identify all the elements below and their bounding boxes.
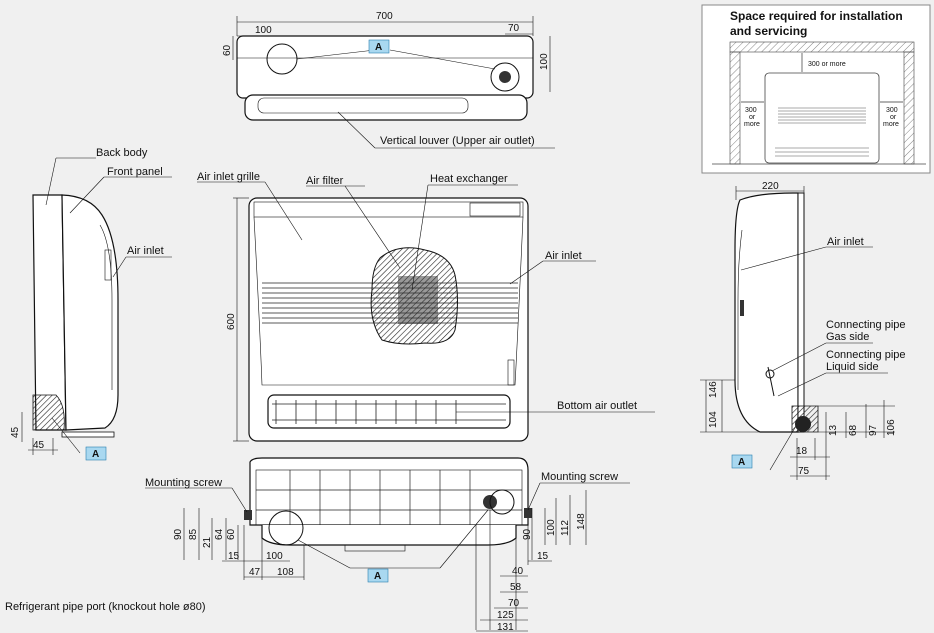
dim-97: 97: [868, 424, 879, 436]
tag-a-right: [731, 454, 753, 469]
dim-146: 146: [708, 381, 719, 398]
front-air-inlet-label: Air inlet: [545, 250, 582, 262]
footnote: Refrigerant pipe port (knockout hole ø80…: [5, 601, 206, 613]
dim-br-40: 40: [512, 566, 524, 577]
pipe-liquid-line2: Liquid side: [826, 361, 879, 373]
dim-br-70: 70: [508, 598, 520, 609]
dim-100-top: 100: [255, 25, 272, 36]
tag-a-bottom: [367, 568, 389, 583]
dim-br-148: 148: [576, 513, 587, 530]
dim-br-112: 112: [560, 520, 571, 536]
dim-104: 104: [708, 411, 719, 428]
install-title-1: Space required for installation: [730, 9, 903, 23]
heat-exchanger-label: Heat exchanger: [430, 173, 508, 185]
dim-br-90: 90: [522, 528, 533, 540]
dim-b-90: 90: [173, 528, 184, 540]
dim-br-125: 125: [497, 610, 514, 621]
mounting-screw-right-label: Mounting screw: [541, 471, 618, 483]
bottom-air-outlet-label: Bottom air outlet: [557, 400, 637, 412]
right-air-inlet-label: Air inlet: [827, 236, 864, 248]
top-view: 700 100 70 60 100 A Vertical louver (Upp…: [222, 11, 555, 149]
dim-45-vert: 45: [10, 426, 21, 438]
dim-600: 600: [226, 313, 237, 330]
top-clearance: 300 or more: [808, 61, 846, 68]
pipe-gas-line1: Connecting pipe: [826, 319, 906, 331]
dim-75: 75: [798, 466, 810, 477]
dim-b-47: 47: [249, 567, 261, 578]
dim-b-15: 15: [228, 551, 240, 562]
dim-70-top: 70: [508, 23, 520, 34]
dim-b-100: 100: [266, 551, 283, 562]
dim-b-108: 108: [277, 567, 294, 578]
front-view: 600 Air inlet grille Air filter Heat exc…: [197, 171, 655, 442]
dim-60-top: 60: [222, 44, 233, 56]
tag-a-bottom-label: A: [374, 571, 381, 582]
dim-700: 700: [376, 11, 393, 22]
dim-br-58: 58: [510, 582, 522, 593]
air-inlet-grille-label: Air inlet grille: [197, 171, 260, 183]
mounting-screw-left-label: Mounting screw: [145, 477, 222, 489]
right-clearance-2: or: [890, 114, 897, 121]
left-clearance-1: 300: [745, 107, 757, 114]
pipe-liquid-line1: Connecting pipe: [826, 349, 906, 361]
bottom-view: Mounting screw Mounting screw 90 85 21 6…: [145, 457, 630, 633]
dim-45-horiz: 45: [33, 440, 45, 451]
pipe-gas-line2: Gas side: [826, 331, 869, 343]
left-clearance-3: more: [744, 121, 760, 128]
back-body-label: Back body: [96, 147, 148, 159]
install-space-box: Space required for installation and serv…: [701, 4, 931, 174]
right-clearance-3: more: [883, 121, 899, 128]
install-title-2: and servicing: [730, 24, 807, 38]
tag-a-right-label: A: [738, 457, 745, 468]
dim-100-right: 100: [539, 53, 550, 70]
tag-a-left-label: A: [92, 449, 99, 460]
tag-a-top-label: A: [375, 42, 382, 53]
dim-b-85: 85: [188, 528, 199, 540]
dim-18: 18: [796, 446, 808, 457]
dim-b-21: 21: [202, 536, 213, 548]
dim-b-64: 64: [214, 528, 225, 540]
tag-a-top: [368, 39, 390, 54]
left-side-view: Back body Front panel Air inlet 45 45 A: [10, 147, 172, 461]
dim-br-100: 100: [546, 519, 557, 536]
dim-68: 68: [848, 424, 859, 436]
dim-220: 220: [762, 181, 779, 192]
left-air-inlet-label: Air inlet: [127, 245, 164, 257]
tag-a-left: [85, 446, 107, 461]
dim-13: 13: [828, 424, 839, 436]
air-filter-label: Air filter: [306, 175, 344, 187]
dim-b-60: 60: [226, 528, 237, 540]
front-panel-label: Front panel: [107, 166, 163, 178]
dim-br-131: 131: [497, 622, 514, 633]
right-clearance-1: 300: [886, 107, 898, 114]
dim-106: 106: [886, 419, 897, 436]
right-side-view: 220 Air inlet Connecting pipe Gas side C…: [700, 181, 906, 480]
vertical-louver-label: Vertical louver (Upper air outlet): [380, 135, 535, 147]
dim-br-15: 15: [537, 551, 549, 562]
left-clearance-2: or: [749, 114, 756, 121]
